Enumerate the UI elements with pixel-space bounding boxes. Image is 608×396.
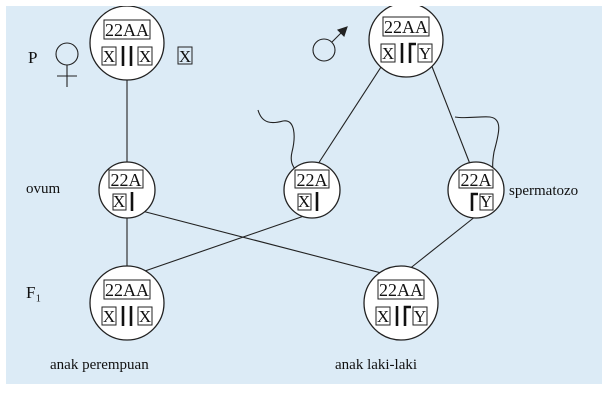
diagram-shape (137, 46, 153, 66)
diagram-shape (101, 46, 117, 66)
diagram-shape (89, 265, 165, 341)
male-symbol-icon (312, 26, 348, 62)
diagram-shape (458, 169, 494, 189)
diagram-shape (382, 16, 430, 37)
diagram-shape (103, 19, 151, 40)
connection-lines (126, 63, 500, 277)
diagram-shape (380, 43, 396, 63)
sperm-y-autosomes: 22A (461, 170, 492, 190)
line-ovum-son (141, 210, 394, 277)
ovum-label: ovum (26, 181, 61, 197)
daughter-autosomes: 22AA (105, 280, 149, 300)
mother-chrom-left: X (103, 47, 115, 66)
spermatozoa-label: spermatozo (509, 183, 578, 199)
diagram-shape (312, 38, 336, 62)
diagram-shape (408, 42, 416, 63)
diagram-shape (108, 169, 144, 189)
diagram-shape (403, 305, 411, 326)
diagram-shape (470, 192, 478, 211)
line-father-spermy (430, 63, 471, 165)
generation-p-label: P (28, 48, 37, 67)
diagram-shape (375, 306, 391, 326)
female-symbol-icon (55, 42, 79, 87)
daughter-chrom-right: X (139, 307, 151, 326)
sperm-x-autosomes: 22A (297, 170, 328, 190)
sperm-y-chrom: Y (480, 192, 492, 211)
diagram-shape (368, 6, 444, 78)
generation-f1-label: F₁ (26, 283, 41, 302)
son-cell: 22AA X Y (363, 265, 439, 341)
diagram-shape (447, 161, 505, 219)
mother-chrom-right: X (139, 47, 151, 66)
diagram-shape (297, 193, 312, 211)
daughter-chrom-left: X (103, 307, 115, 326)
son-autosomes: 22AA (379, 280, 423, 300)
line-spermy-son (407, 215, 477, 271)
sperm-y-cell: 22A Y (447, 161, 505, 219)
diagram-shape (137, 306, 153, 326)
diagram-shape (336, 26, 348, 38)
diagram-shape (101, 306, 117, 326)
mother-autosomes: 22AA (105, 20, 149, 40)
father-chrom-left: X (382, 44, 394, 63)
father-chrom-right: Y (419, 44, 431, 63)
son-chrom-right: Y (414, 307, 426, 326)
line-spermx-daughter (141, 215, 305, 273)
diagram-shape (479, 193, 494, 211)
diagram-shape (377, 279, 425, 300)
mother-cell: 22AA X X (89, 6, 165, 81)
father-autosomes: 22AA (384, 17, 428, 37)
sperm-x-cell: 22A X (283, 161, 341, 219)
sperm-x-chrom: X (298, 192, 310, 211)
diagram-shape (412, 306, 428, 326)
daughter-cell: 22AA X X (89, 265, 165, 341)
inheritance-diagram: P ovum spermatozo F₁ anak perempuan anak… (6, 6, 602, 384)
diagram-shape (89, 6, 165, 81)
diagram-shape (417, 43, 433, 63)
extra-x-box (177, 46, 193, 65)
diagram-shape (112, 193, 127, 211)
ovum-autosomes: 22A (111, 170, 142, 190)
son-label: anak laki-laki (335, 357, 417, 373)
diagram-shape (294, 169, 330, 189)
line-father-spermx (317, 63, 384, 165)
extra-x-text: X (179, 47, 191, 66)
father-cell: 22AA X Y (368, 6, 444, 78)
son-chrom-left: X (377, 307, 389, 326)
ovum-cell: 22A X (98, 161, 156, 219)
ovum-chrom: X (113, 192, 125, 211)
daughter-label: anak perempuan (50, 357, 149, 373)
diagram-shape (363, 265, 439, 341)
diagram-shape (103, 279, 151, 300)
